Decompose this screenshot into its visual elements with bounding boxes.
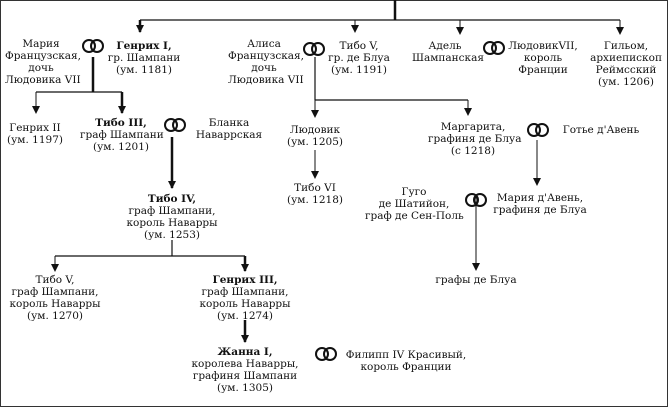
person-line: граф Шампани, bbox=[128, 205, 216, 217]
person-name: Жанна I, bbox=[217, 346, 273, 358]
person-line: (с 1218) bbox=[450, 145, 496, 157]
person-line: (ум. 1305) bbox=[217, 382, 273, 394]
person-line: архиепископ bbox=[590, 52, 662, 64]
person-line: граф Шампани, bbox=[11, 286, 99, 298]
person-line: де Шатийон, bbox=[378, 198, 450, 210]
person-line: (ум. 1253) bbox=[144, 229, 200, 241]
person-marie-avesnes: Мария д'Авень, графиня де Блуа bbox=[490, 192, 590, 216]
person-line: Адель bbox=[428, 40, 462, 52]
person-line: Тибо V, bbox=[35, 274, 75, 286]
person-line: Мария д'Авень, bbox=[496, 192, 584, 204]
marriage-rings-icon bbox=[315, 347, 337, 361]
person-thibaut5-blois: Тибо V, гр. де Блуа (ум. 1191) bbox=[327, 40, 391, 76]
person-line: (ум. 1218) bbox=[287, 194, 343, 206]
person-line: дочь bbox=[251, 62, 277, 74]
person-line: граф де Сен-Поль bbox=[365, 210, 464, 222]
marriage-rings-icon bbox=[527, 123, 549, 137]
person-line: король Наварры bbox=[199, 298, 291, 310]
person-line: Филипп IV Красивый, bbox=[345, 349, 467, 361]
person-jeanne: Жанна I, королева Наварры, графиня Шампа… bbox=[186, 346, 304, 394]
person-name: Генрих I, bbox=[116, 40, 172, 52]
person-line: ЛюдовикVII, bbox=[508, 40, 578, 52]
person-line: король Наварры bbox=[9, 298, 101, 310]
person-line: Генрих II bbox=[9, 122, 61, 134]
person-line: Алиса bbox=[247, 38, 281, 50]
person-guillaume: Гильом, архиепископ Реймсский (ум. 1206) bbox=[589, 40, 663, 88]
person-henri2: Генрих II (ум. 1197) bbox=[2, 122, 68, 146]
person-line: король Франции bbox=[360, 361, 452, 373]
marriage-rings-icon bbox=[465, 193, 487, 207]
person-comtes-blois: графы де Блуа bbox=[432, 274, 520, 286]
person-louis7: ЛюдовикVII, король Франции bbox=[508, 40, 578, 76]
marriage-rings-icon bbox=[303, 42, 325, 56]
person-blanche: Бланка Наваррская bbox=[190, 117, 268, 141]
person-line: Тибо V, bbox=[339, 40, 379, 52]
person-line: Маргарита, bbox=[440, 121, 506, 133]
person-name: Генрих III, bbox=[212, 274, 278, 286]
person-louis: Людовик (ум. 1205) bbox=[283, 124, 347, 148]
person-line: Мария bbox=[22, 38, 60, 50]
person-line: (ум. 1274) bbox=[217, 310, 273, 322]
person-line: Франции bbox=[518, 64, 568, 76]
person-gautier: Готье д'Авень bbox=[556, 124, 646, 136]
person-line: гр. де Блуа bbox=[328, 52, 390, 64]
person-line: Людовик bbox=[289, 124, 341, 136]
person-line: Наваррская bbox=[195, 129, 263, 141]
person-marguerite: Маргарита, графиня де Блуа (с 1218) bbox=[428, 121, 522, 157]
marriage-rings-icon bbox=[82, 39, 104, 53]
person-alix: Алиса Французская, дочь Людовика VII bbox=[228, 38, 305, 86]
person-line: Тибо VI bbox=[294, 182, 336, 194]
person-line: (ум. 1205) bbox=[287, 136, 343, 148]
person-marie: Мария Французская, дочь Людовика VII bbox=[5, 38, 82, 86]
person-line: графы де Блуа bbox=[435, 274, 517, 286]
person-thibaut6: Тибо VI (ум. 1218) bbox=[285, 182, 345, 206]
person-line: Гуго bbox=[401, 186, 427, 198]
person-line: Французская, bbox=[5, 50, 82, 62]
person-line: граф Шампани, bbox=[201, 286, 289, 298]
person-line: король Наварры bbox=[126, 217, 218, 229]
person-thibaut3: Тибо III, граф Шампани (ум. 1201) bbox=[80, 117, 164, 153]
person-line: (ум. 1206) bbox=[598, 76, 654, 88]
person-line: Бланка bbox=[208, 117, 250, 129]
person-line: графиня де Блуа bbox=[493, 204, 587, 216]
marriage-rings-icon bbox=[483, 41, 505, 55]
person-line: гр. Шампани bbox=[107, 52, 181, 64]
person-line: король bbox=[523, 52, 563, 64]
person-name: Тибо IV, bbox=[147, 193, 197, 205]
person-name: Тибо III, bbox=[95, 117, 147, 129]
person-line: Людовика VII bbox=[228, 74, 304, 86]
person-line: графиня де Блуа bbox=[428, 133, 522, 145]
person-line: граф Шампани bbox=[80, 129, 164, 141]
person-line: (ум. 1197) bbox=[7, 134, 63, 146]
person-line: графиня Шампани bbox=[192, 370, 298, 382]
person-line: дочь bbox=[28, 62, 54, 74]
person-thibaut4: Тибо IV, граф Шампани, король Наварры (у… bbox=[125, 193, 219, 241]
person-line: Готье д'Авень bbox=[562, 124, 640, 136]
person-line: Людовика VII bbox=[5, 74, 81, 86]
marriage-rings-icon bbox=[164, 118, 186, 132]
person-line: (ум. 1270) bbox=[27, 310, 83, 322]
person-line: королева Наварры, bbox=[191, 358, 299, 370]
person-henri3: Генрих III, граф Шампани, король Наварры… bbox=[198, 274, 292, 322]
person-adele: Адель Шампанская bbox=[412, 40, 484, 64]
person-line: (ум. 1191) bbox=[331, 64, 387, 76]
person-line: Гильом, bbox=[603, 40, 649, 52]
person-line: Французская, bbox=[228, 50, 305, 62]
person-henri1: Генрих I, гр. Шампани (ум. 1181) bbox=[106, 40, 182, 76]
person-philippe4: Филипп IV Красивый, король Франции bbox=[344, 349, 468, 373]
person-line: (ум. 1201) bbox=[93, 141, 149, 153]
person-line: (ум. 1181) bbox=[116, 64, 172, 76]
person-thibaut5-champagne: Тибо V, граф Шампани, король Наварры (ум… bbox=[8, 274, 102, 322]
person-hugues: Гуго де Шатийон, граф де Сен-Поль bbox=[365, 186, 464, 222]
person-line: Шампанская bbox=[412, 52, 484, 64]
person-line: Реймсский bbox=[595, 64, 657, 76]
